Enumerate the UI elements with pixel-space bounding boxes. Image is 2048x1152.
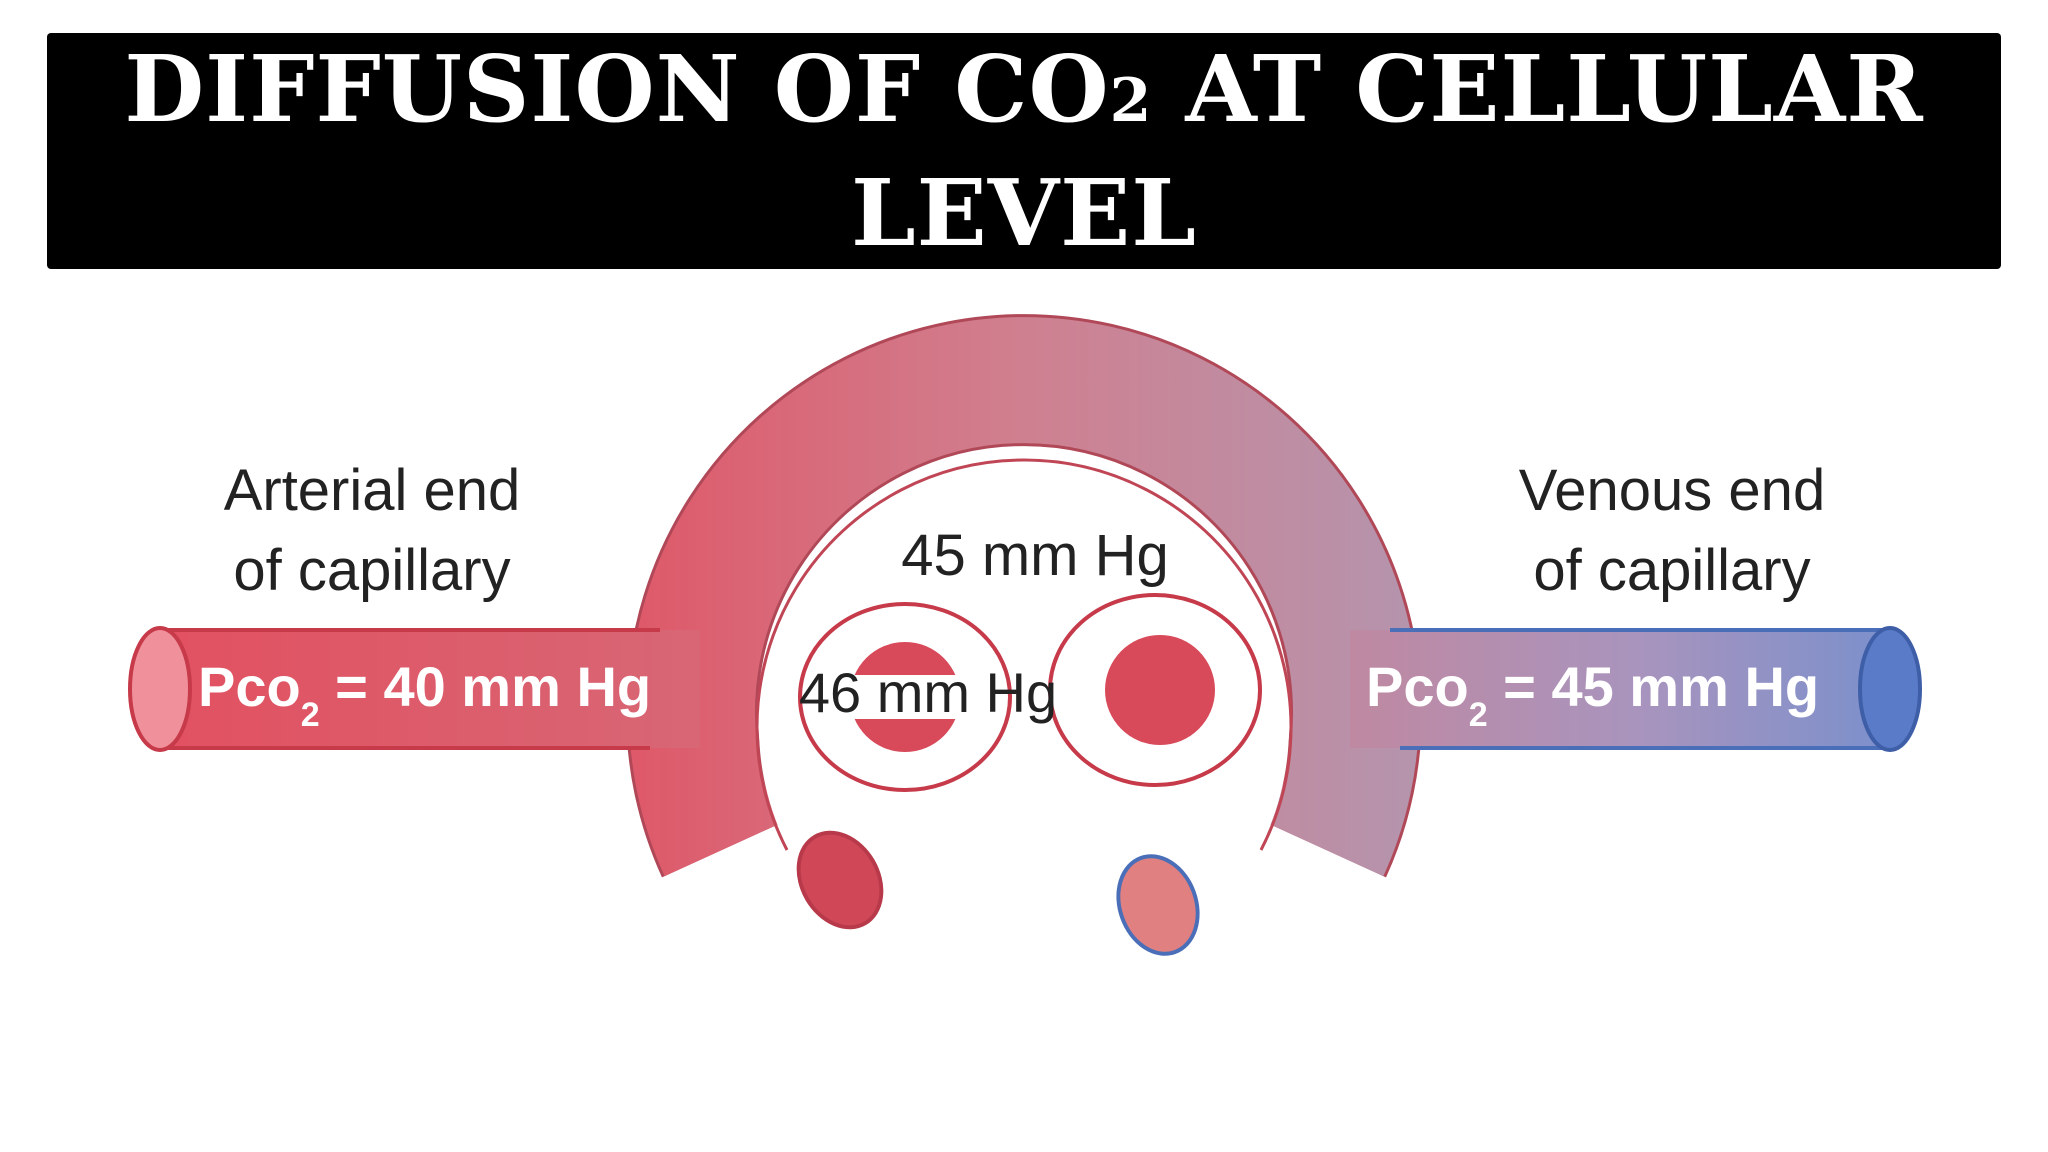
arterial-pco2-subscript: 2 <box>301 696 320 734</box>
venous-pco2-subscript: 2 <box>1469 696 1488 734</box>
venous-label-line1: Venous end <box>1519 458 1825 523</box>
arterial-label-line2: of capillary <box>233 538 510 603</box>
arterial-pco2-prefix: Pco <box>198 655 301 718</box>
venous-open-end <box>1860 628 1920 750</box>
arterial-open-end <box>130 628 190 750</box>
intracellular-pco2-label: 46 mm Hg <box>799 661 1057 724</box>
arterial-pco2-value: = 40 mm Hg <box>320 655 651 718</box>
venous-pco2-prefix: Pco <box>1366 655 1469 718</box>
interstitial-pco2-label: 45 mm Hg <box>901 523 1169 588</box>
venous-pco2-value: = 45 mm Hg <box>1488 655 1819 718</box>
cell-nucleus-right <box>1105 635 1215 745</box>
arch-right-cut-end <box>1105 845 1211 965</box>
arterial-label-line1: Arterial end <box>224 458 521 523</box>
venous-label-line2: of capillary <box>1533 538 1810 603</box>
